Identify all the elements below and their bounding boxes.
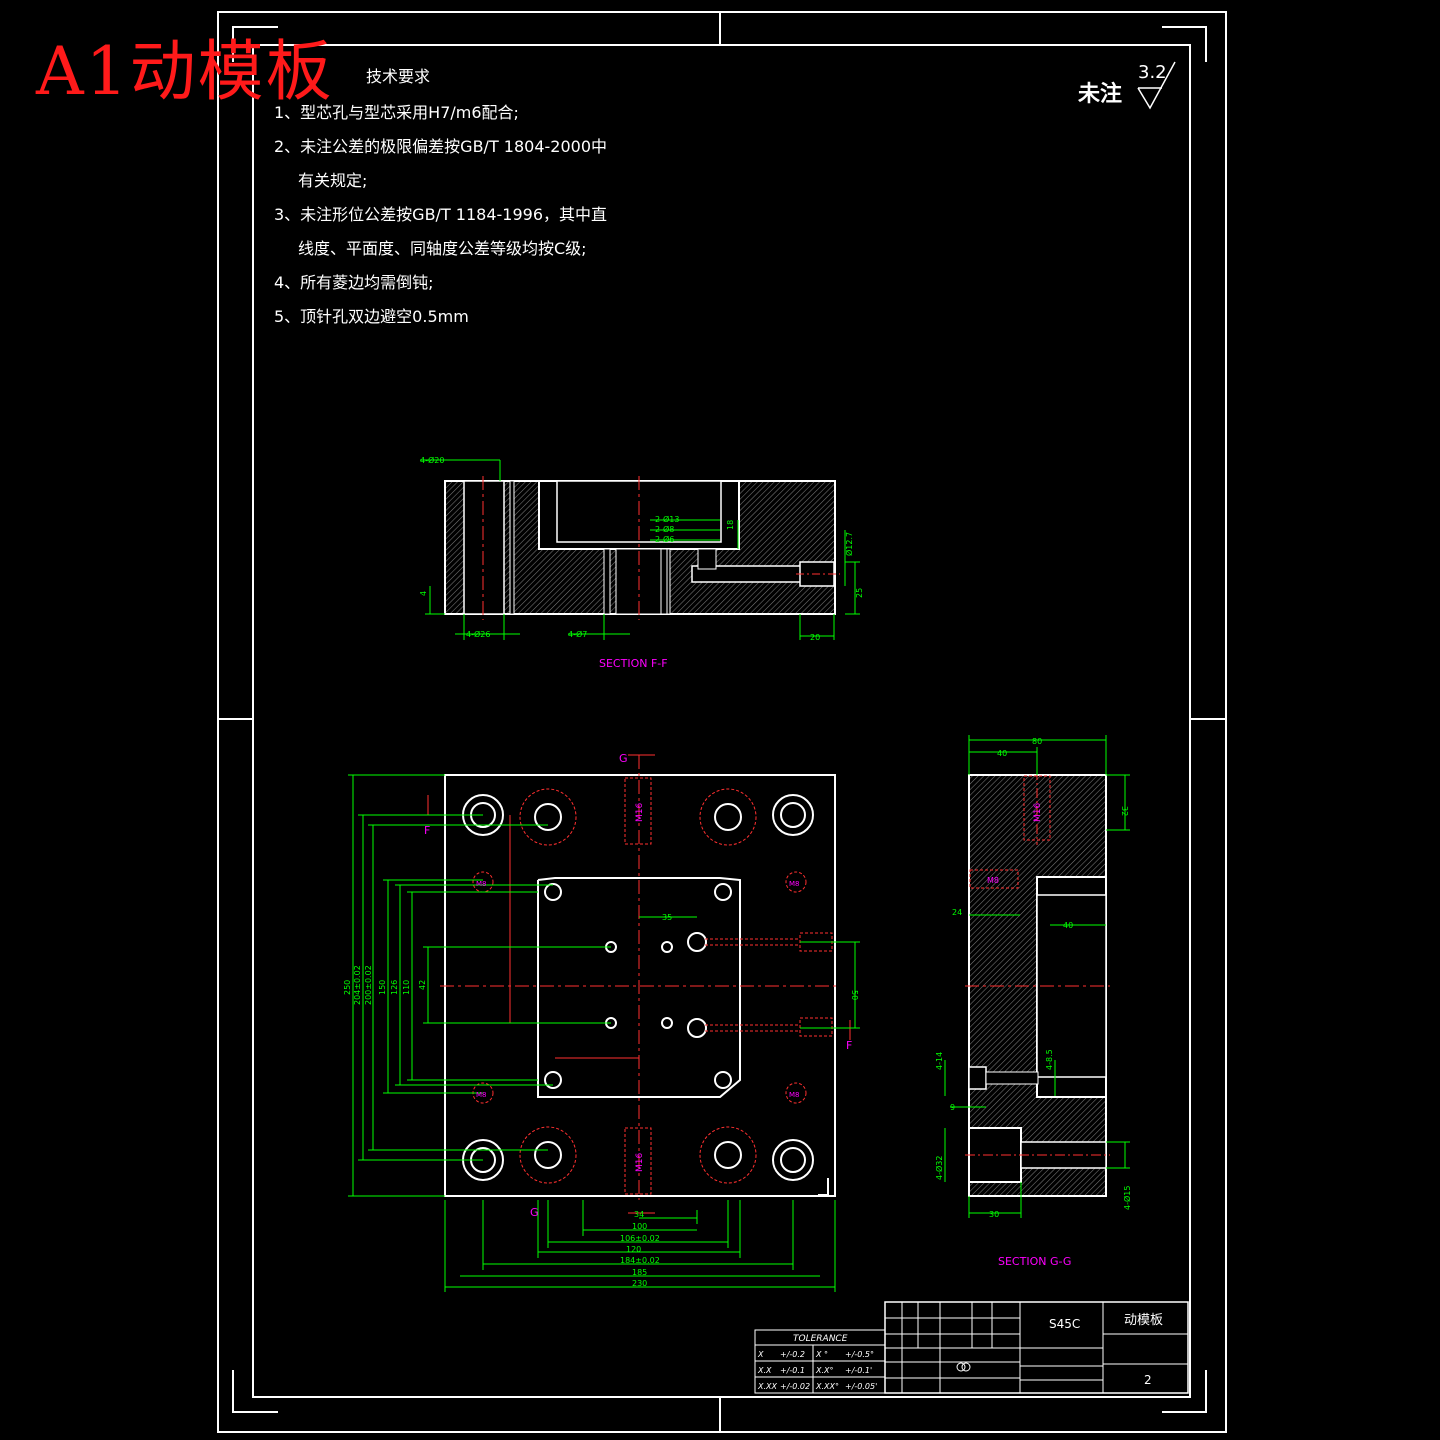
surface-finish-label: 未注 xyxy=(1078,82,1123,107)
dim-gg-2: 32 xyxy=(1120,806,1129,816)
cut-label-f-left: F xyxy=(424,824,430,837)
sheet-number-value: 2 xyxy=(1144,1373,1152,1387)
dim-gg-11: 4-Ø15 xyxy=(1122,1186,1132,1210)
dim-gg-7: 4-14 xyxy=(935,1052,944,1070)
dim-gg-9: 9 xyxy=(950,1103,955,1112)
dim-ff-10: 20 xyxy=(810,633,820,642)
dim-left-0: 250 xyxy=(343,980,352,995)
part-name-value: 动模板 xyxy=(1124,1313,1163,1328)
thread-label-bottom: M16 xyxy=(635,1153,645,1172)
tol-r1-c1: +/-0.1 xyxy=(780,1366,805,1375)
dim-ff-0: 4-Ø20 xyxy=(420,455,444,465)
tech-item-1: 1、型芯孔与型芯采用H7/m6配合; xyxy=(274,103,519,122)
hole-label-1: M8 xyxy=(476,880,487,888)
tol-r2-c3: +/-0.05' xyxy=(845,1382,877,1391)
dim-gg-10: 4-Ø32 xyxy=(934,1156,944,1180)
tol-r1-c0: X.X xyxy=(757,1366,772,1375)
dim-gg-12: 30 xyxy=(989,1210,999,1219)
tol-r1-c3: +/-0.1' xyxy=(845,1366,872,1375)
cut-label-g-top: G xyxy=(619,752,628,765)
section-ff-view: 4-Ø20 2-Ø13 2-Ø8 2-Ø6 18 Ø12.7 4 25 4-Ø2… xyxy=(419,455,864,670)
dim-ff-4: 18 xyxy=(726,520,735,530)
dim-bottom-1: 100 xyxy=(632,1222,647,1231)
hole-label-2: M8 xyxy=(789,880,800,888)
tol-r2-c0: X.XX xyxy=(757,1382,778,1391)
tech-item-5: 5、顶针孔双边避空0.5mm xyxy=(274,307,469,326)
dim-gg-8: 4-8.5 xyxy=(1045,1049,1054,1070)
tech-item-3: 3、未注形位公差按GB/T 1184-1996，其中直 xyxy=(274,205,608,224)
dim-right-50: 50 xyxy=(850,990,859,1000)
plan-view: G G F F M16 M16 M8 M8 M8 M8 35 50 250 20… xyxy=(343,752,860,1292)
sheet-border xyxy=(217,11,1227,1433)
tech-item-4: 4、所有菱边均需倒钝; xyxy=(274,273,434,292)
dim-left-4: 126 xyxy=(390,980,399,995)
surface-finish-value: 3.2 xyxy=(1138,62,1167,83)
dim-bottom-0: 34 xyxy=(634,1210,644,1219)
tech-heading: 技术要求 xyxy=(366,67,431,86)
dim-inner-35: 35 xyxy=(662,913,672,922)
dim-ff-1: 2-Ø13 xyxy=(655,514,679,524)
tech-item-2b: 有关规定; xyxy=(298,171,368,190)
tol-r0-c1: +/-0.2 xyxy=(780,1350,805,1359)
cut-label-f-right: F xyxy=(846,1039,852,1052)
drawing-title: A1动模板 xyxy=(36,33,334,110)
material-value: S45C xyxy=(1049,1317,1080,1331)
dim-ff-7: 25 xyxy=(855,588,864,598)
dim-bottom-3: 120 xyxy=(626,1245,641,1254)
dim-left-5: 110 xyxy=(402,980,411,995)
dim-gg-5: 24 xyxy=(952,908,962,917)
hole-label-3: M8 xyxy=(476,1091,487,1099)
dim-ff-6: 4 xyxy=(419,591,428,596)
dim-ff-3: 2-Ø6 xyxy=(655,534,674,544)
dim-bottom-4: 184±0.02 xyxy=(620,1256,660,1265)
thread-label-top: M16 xyxy=(635,803,645,822)
dim-gg-3: M16 xyxy=(1033,803,1043,822)
tol-r0-c2: X ° xyxy=(815,1350,828,1359)
tol-r2-c2: X.XX° xyxy=(815,1382,839,1391)
section-ff-caption: SECTION F-F xyxy=(599,657,668,670)
dim-gg-0: 80 xyxy=(1032,737,1042,746)
cut-label-g-bottom: G xyxy=(530,1206,539,1219)
tol-r2-c1: +/-0.02 xyxy=(780,1382,810,1391)
hole-label-4: M8 xyxy=(789,1091,800,1099)
dim-gg-6: 40 xyxy=(1063,921,1073,930)
dim-bottom-5: 185 xyxy=(632,1268,647,1277)
dim-ff-9: 4-Ø7 xyxy=(568,629,587,639)
dim-gg-1: 40 xyxy=(997,749,1007,758)
dim-left-2: 200±0.02 xyxy=(364,965,373,1005)
dim-bottom-2: 106±0.02 xyxy=(620,1234,660,1243)
dim-left-6: 42 xyxy=(418,980,427,990)
section-gg-view: 80 40 32 M16 M8 24 40 4-14 4-8.5 9 4-Ø32… xyxy=(934,735,1132,1268)
roughness-symbol xyxy=(1137,61,1176,110)
tol-r0-c0: X xyxy=(757,1350,764,1359)
section-gg-caption: SECTION G-G xyxy=(998,1255,1071,1268)
dim-left-3: 150 xyxy=(378,980,387,995)
tol-r1-c2: X.X° xyxy=(815,1366,834,1375)
dim-ff-8: 4-Ø26 xyxy=(466,629,490,639)
tech-item-2: 2、未注公差的极限偏差按GB/T 1804-2000中 xyxy=(274,137,608,156)
tech-item-3b: 线度、平面度、同轴度公差等级均按C级; xyxy=(298,239,587,258)
dim-ff-5: Ø12.7 xyxy=(844,532,854,556)
dim-bottom-6: 230 xyxy=(632,1279,647,1288)
tol-r0-c3: +/-0.5° xyxy=(845,1350,874,1359)
tolerance-heading: TOLERANCE xyxy=(793,1334,848,1344)
dim-left-1: 204±0.02 xyxy=(353,965,362,1005)
dim-ff-2: 2-Ø8 xyxy=(655,524,674,534)
dim-gg-4: M8 xyxy=(987,876,999,885)
title-block xyxy=(754,1301,1189,1394)
